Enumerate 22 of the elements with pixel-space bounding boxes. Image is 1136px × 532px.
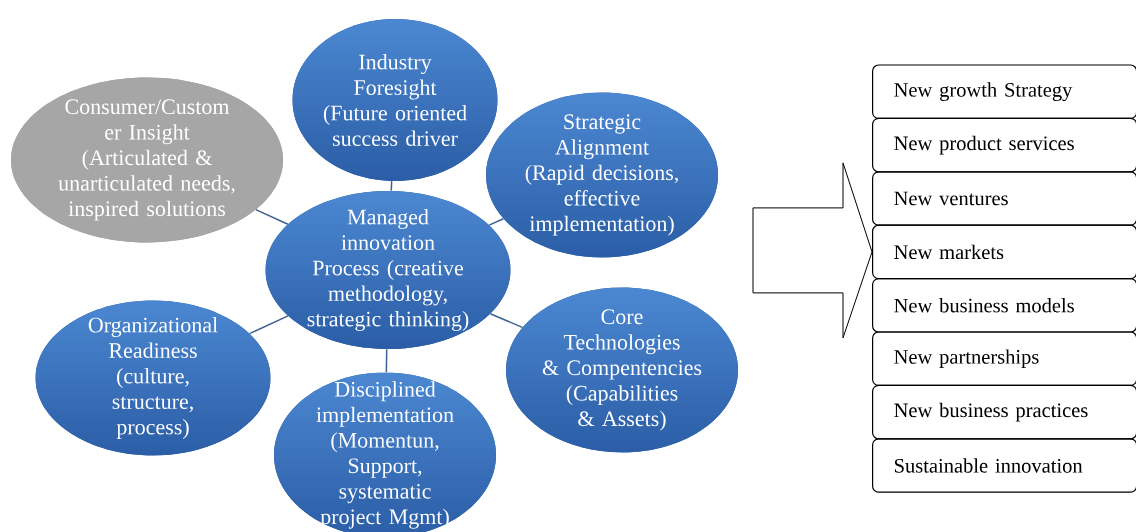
connector-line	[248, 315, 289, 335]
ellipse-node: Consumer/Custom er Insight (Articulated & unarticulated needs, inspired solutions	[11, 77, 283, 243]
list-box: Sustainable innovation	[872, 438, 1136, 493]
ellipse-node: Disciplined implementation (Momentun, Support, systematic project Mgmt)	[274, 372, 496, 532]
ellipse-node: Industry Foresight (Future oriented success driver	[292, 19, 498, 181]
list-box: New product services	[872, 117, 1136, 173]
block-arrow	[752, 162, 873, 339]
connector-line	[255, 208, 289, 225]
ellipse-node: Strategic Alignment (Rapid decisions, effective implementation)	[486, 92, 718, 258]
connector-line	[385, 348, 388, 374]
ellipse-node: Managed innovation Process (creative methodology, strategic thinking)	[265, 191, 511, 349]
list-box: New partnerships	[872, 331, 1136, 386]
ellipse-node: Core Technologies & Compentencies (Capabilities & Assets)	[506, 287, 738, 453]
connector-line	[489, 312, 524, 329]
list-box: New ventures	[872, 171, 1136, 226]
connector-line	[390, 180, 393, 192]
list-box: New business practices	[872, 384, 1136, 440]
list-box: New growth Strategy	[872, 64, 1136, 119]
list-box: New business models	[872, 278, 1136, 333]
connector-line	[488, 218, 505, 226]
list-box: New markets	[872, 224, 1136, 280]
ellipse-node: Organizational Readiness (culture, structure, process)	[35, 300, 271, 456]
